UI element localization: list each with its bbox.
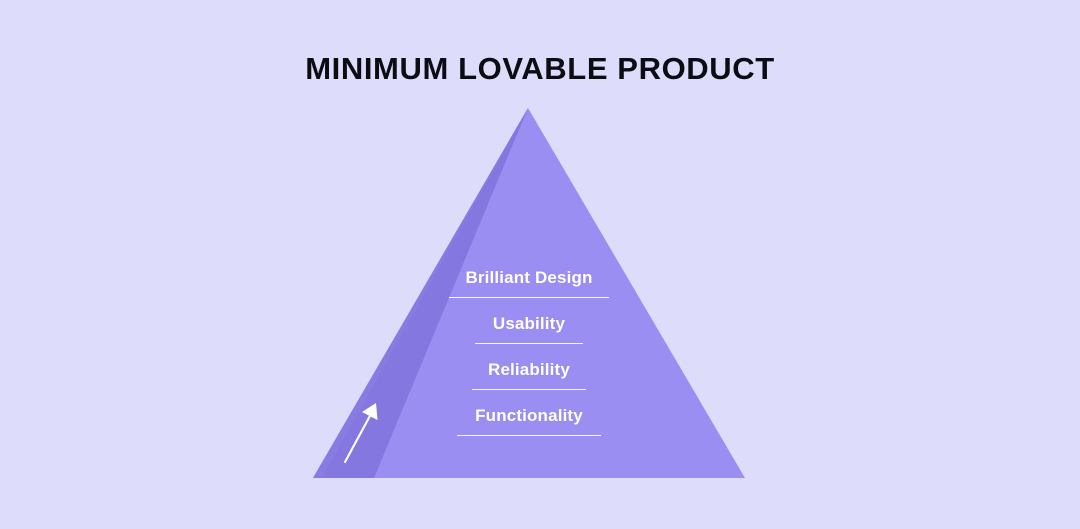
tier-label: Reliability [488,360,570,379]
tier-divider [449,297,609,298]
page-title: MINIMUM LOVABLE PRODUCT [305,51,775,86]
tier-label: Usability [492,314,566,333]
tier-label: Brilliant Design [465,268,593,287]
pyramid-tier-functionality: Functionality [409,404,649,436]
arrow-shaft [343,412,373,464]
pyramid-front-face [313,108,745,478]
tier-divider [472,389,586,390]
pyramid-left-edge-highlight [313,108,528,478]
upward-progress-arrow [343,403,378,464]
tier-divider [457,435,601,436]
arrow-head [362,403,378,420]
pyramid-tier-brilliant-design: Brilliant Design [409,266,649,298]
tier-label: Functionality [475,406,583,425]
pyramid-tier-stack: Brilliant Design Usability Reliability F… [409,266,649,448]
pyramid-tier-reliability: Reliability [409,358,649,390]
pyramid-tier-usability: Usability [409,312,649,344]
tier-divider [475,343,583,344]
